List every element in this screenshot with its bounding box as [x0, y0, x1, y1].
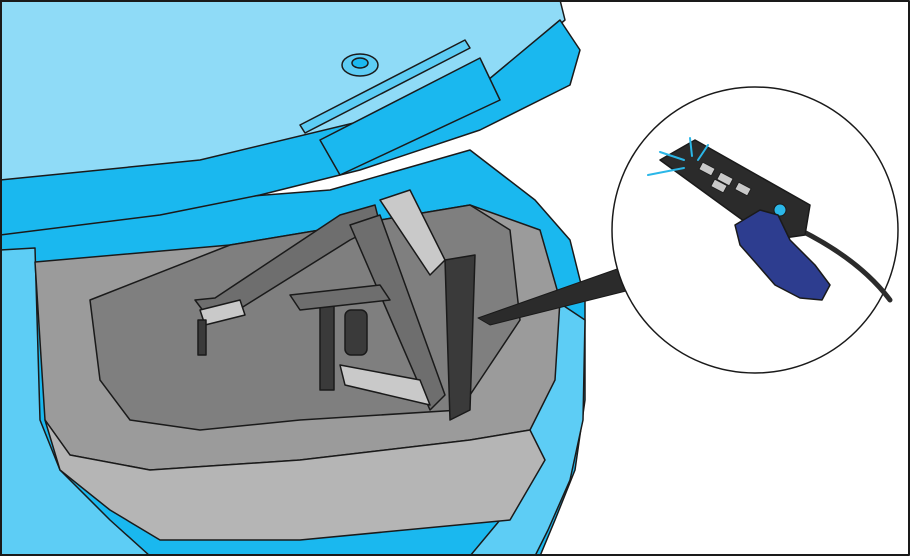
remote-button-1: [698, 161, 716, 177]
liftgate-release-button-center: [351, 57, 369, 69]
lift-hook-strap: [197, 319, 207, 356]
remote-indicator-light: [773, 203, 787, 217]
remote-button-3: [734, 181, 752, 197]
button-press-icon: [647, 137, 709, 176]
lift-base-plate: [289, 284, 391, 311]
liftgate-license-plate-recess: [319, 57, 501, 176]
lift-mechanism-icon: [194, 189, 476, 421]
lift-motor: [344, 309, 368, 356]
remote-inset: [611, 86, 899, 374]
hand-icon: [734, 209, 831, 301]
cargo-back-wall: [89, 204, 521, 431]
liftgate: [0, 0, 581, 236]
lift-lower-cylinder: [339, 364, 431, 406]
lift-control-tower: [444, 254, 476, 421]
cargo-sill: [44, 419, 546, 541]
lift-base-post: [319, 299, 335, 391]
lift-main-column: [349, 214, 446, 411]
liftgate-handle-recess: [299, 39, 471, 134]
remote-button-2: [716, 171, 734, 187]
remote-button-4: [710, 178, 728, 194]
inset-cable: [797, 227, 893, 303]
